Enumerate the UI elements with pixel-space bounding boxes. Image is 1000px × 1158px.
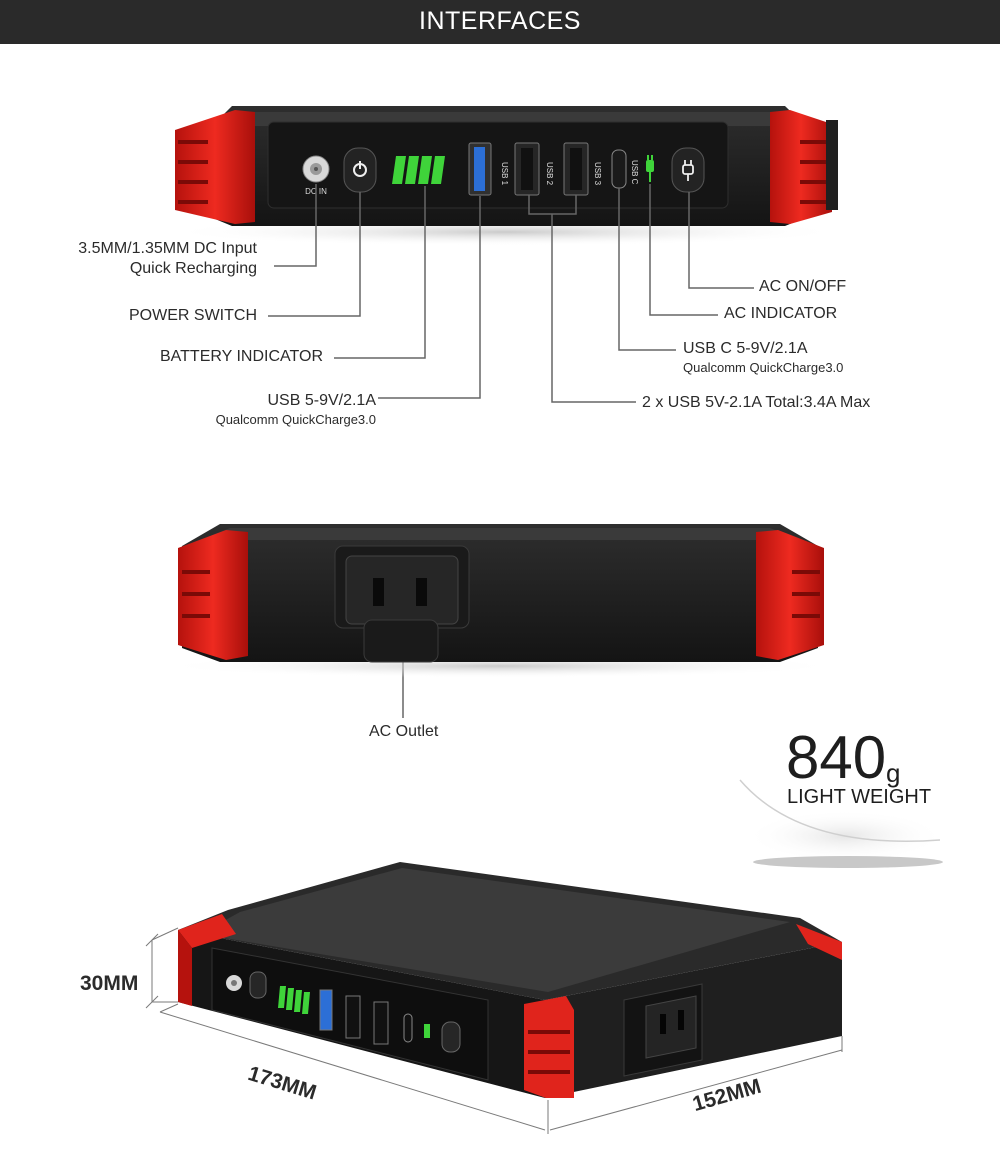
height-dimension-label: 30MM <box>80 972 139 995</box>
ac-indicator-label: AC INDICATOR <box>724 305 838 322</box>
usb3-port-label: USB 3 <box>593 162 602 186</box>
back-view-device <box>160 524 840 678</box>
quick-recharging-label: Quick Recharging <box>129 260 257 277</box>
usb-main-sub-label: Qualcomm QuickCharge3.0 <box>215 412 376 427</box>
ac-outlet-label: AC Outlet <box>369 723 439 740</box>
ac-plug-icon <box>682 160 694 181</box>
usb1-port-label: USB 1 <box>500 162 509 186</box>
weight-unit: g <box>886 758 901 788</box>
callout-lines <box>268 184 754 718</box>
perspective-view-device <box>178 862 842 1098</box>
dc-input-label: 3.5MM/1.35MM DC Input <box>78 240 257 257</box>
dimension-lines <box>145 927 843 1134</box>
battery-led-icon <box>392 156 445 184</box>
weight-label: LIGHT WEIGHT <box>787 786 932 808</box>
ac-indicator-icon <box>646 155 654 182</box>
weight-value: 840 <box>786 724 887 791</box>
power-switch-label: POWER SWITCH <box>129 307 257 324</box>
front-view-device: DC IN USB 1 USB 2 USB 3 USB C <box>165 106 845 246</box>
usbc-label: USB C 5-9V/2.1A <box>683 340 808 357</box>
page-title: INTERFACES <box>419 7 581 35</box>
ac-onoff-label: AC ON/OFF <box>759 278 847 295</box>
feather-icon <box>739 779 945 868</box>
usb-main-label: USB 5-9V/2.1A <box>267 392 377 409</box>
usbc-sub-label: Qualcomm QuickCharge3.0 <box>683 360 844 375</box>
battery-indicator-label: BATTERY INDICATOR <box>160 348 323 365</box>
usb2-port-label: USB 2 <box>545 162 554 186</box>
usbc-port-label: USB C <box>630 160 639 185</box>
header-bar: INTERFACES <box>0 0 1000 44</box>
dual-usb-label: 2 x USB 5V-2.1A Total:3.4A Max <box>642 394 871 411</box>
